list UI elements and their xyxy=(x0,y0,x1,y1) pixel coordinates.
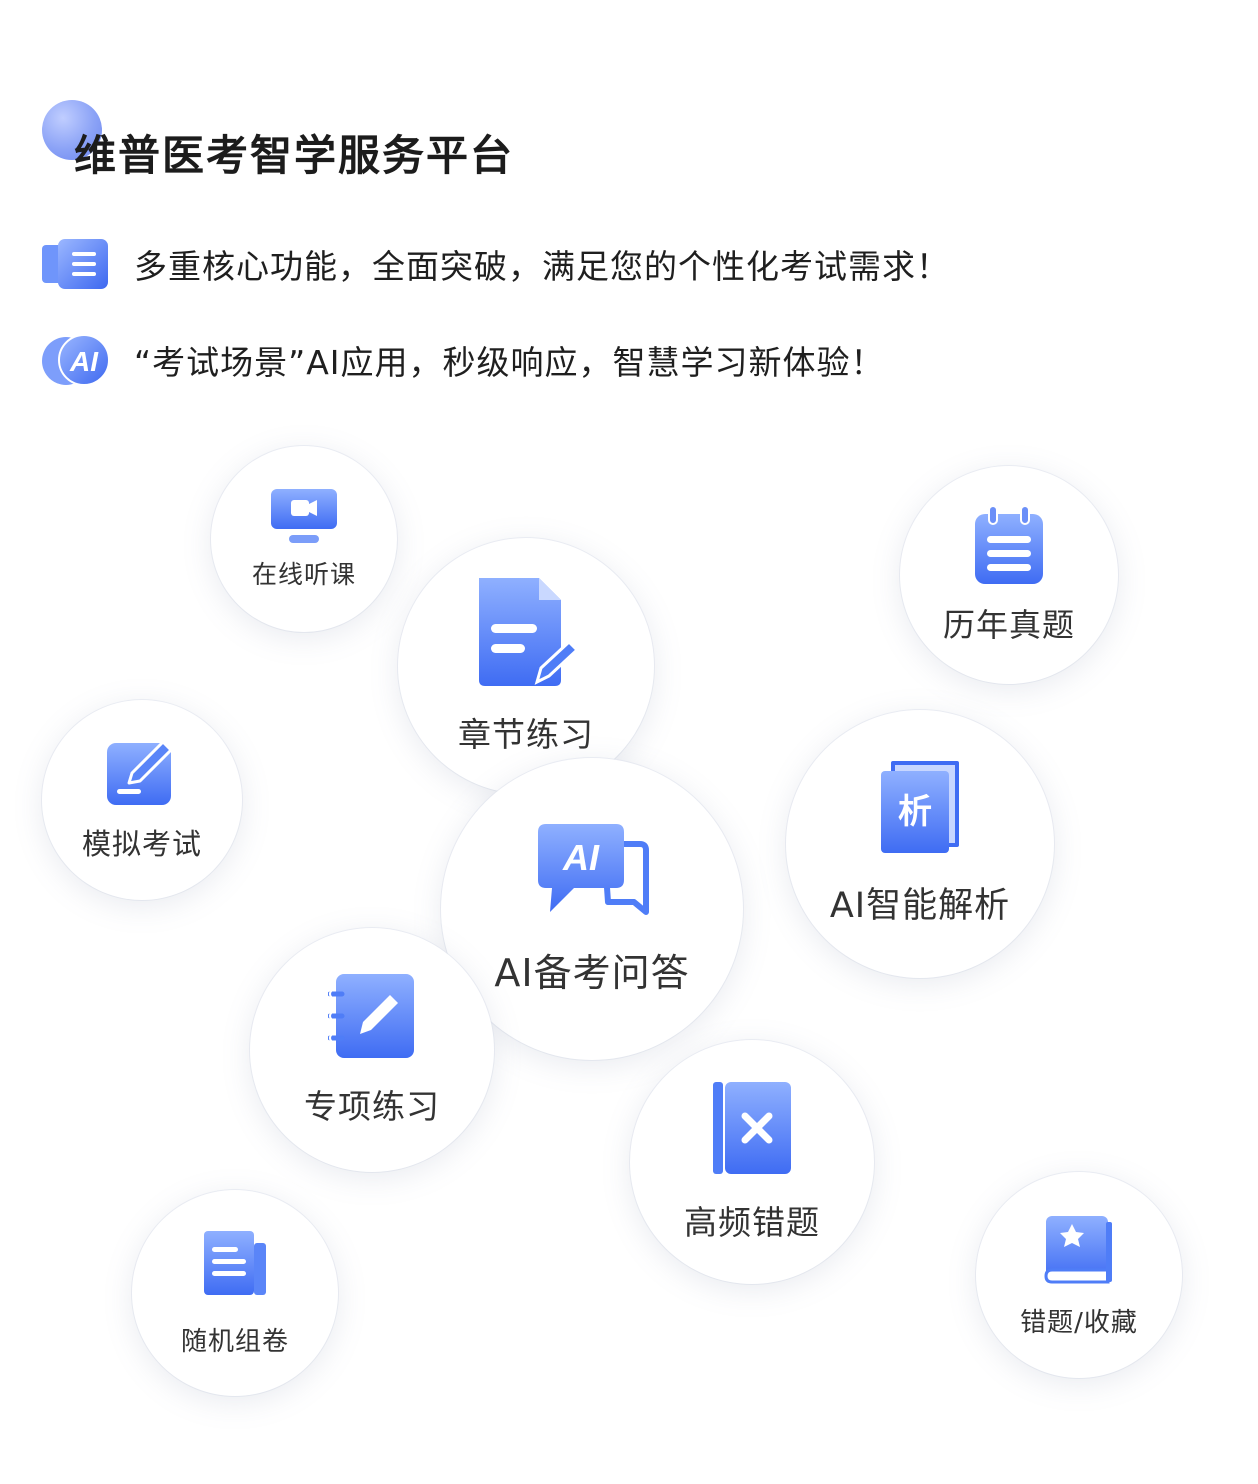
bubble-label-online-course: 在线听课 xyxy=(251,560,356,589)
bubble-past-exams[interactable]: 历年真题 xyxy=(900,466,1118,684)
ai-chat-icon-label: AI xyxy=(562,837,600,878)
bubble-label-mock-exam: 模拟考试 xyxy=(81,827,202,861)
bubble-label-favorites: 错题/收藏 xyxy=(1020,1307,1138,1338)
star-book-icon xyxy=(1044,1212,1114,1286)
bubble-label-chapter-practice: 章节练习 xyxy=(458,715,594,754)
bubble-label-past-exams: 历年真题 xyxy=(942,606,1075,644)
bubble-online-course[interactable]: 在线听课 xyxy=(211,446,397,632)
list-icon xyxy=(42,237,110,291)
bubble-chapter-practice[interactable]: 章节练习 xyxy=(398,538,654,794)
bubble-special-practice[interactable]: 专项练习 xyxy=(250,928,494,1172)
bubble-ai-qa[interactable]: AI AI备考问答 xyxy=(441,758,743,1060)
pen-square-icon xyxy=(105,737,179,807)
book-x-icon xyxy=(711,1080,793,1176)
video-monitor-icon xyxy=(269,487,339,547)
bubble-label-ai-qa: AI备考问答 xyxy=(494,950,690,995)
bubble-label-wrong-questions: 高频错题 xyxy=(684,1203,820,1242)
ai-icon-label: AI xyxy=(69,346,99,377)
paper-stack-icon xyxy=(200,1229,270,1299)
ai-chat-icon: AI xyxy=(534,822,650,922)
bubble-ai-analysis[interactable]: 析 AI智能解析 xyxy=(786,710,1054,978)
feature-row-ai: AI “考试场景”AI应用，秒级响应，智慧学习新体验！ xyxy=(42,332,885,388)
feature-text-ai: “考试场景”AI应用，秒级响应，智慧学习新体验！ xyxy=(134,343,885,382)
bubble-label-random-paper: 随机组卷 xyxy=(180,1326,289,1357)
notepad-icon xyxy=(973,504,1045,586)
bubble-label-ai-analysis: AI智能解析 xyxy=(829,885,1011,926)
analysis-book-icon-label: 析 xyxy=(898,792,932,832)
title-decor-orb xyxy=(42,100,102,160)
bubble-favorites[interactable]: 错题/收藏 xyxy=(976,1172,1182,1378)
ai-icon: AI xyxy=(42,333,110,387)
page-header: 维普医考智学服务平台 xyxy=(42,100,642,190)
feature-text-functions: 多重核心功能，全面突破，满足您的个性化考试需求！ xyxy=(134,247,950,286)
analysis-book-icon: 析 xyxy=(879,760,961,855)
page-title: 维普医考智学服务平台 xyxy=(74,131,515,180)
notebook-pen-icon xyxy=(328,972,416,1060)
bubble-mock-exam[interactable]: 模拟考试 xyxy=(42,700,242,900)
bubble-label-special-practice: 专项练习 xyxy=(304,1087,440,1126)
feature-row-functions: 多重核心功能，全面突破，满足您的个性化考试需求！ xyxy=(42,236,950,292)
bubble-random-paper[interactable]: 随机组卷 xyxy=(132,1190,338,1396)
document-edit-icon xyxy=(471,576,581,688)
bubble-wrong-questions[interactable]: 高频错题 xyxy=(630,1040,874,1284)
